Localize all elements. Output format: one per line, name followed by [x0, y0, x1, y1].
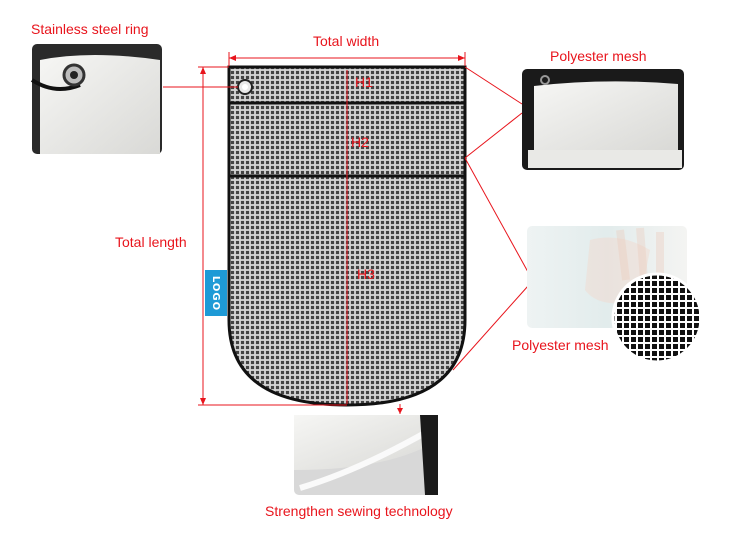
sewing-photo	[294, 415, 438, 495]
logo-text: LOGO	[210, 275, 222, 311]
sewing-label: Strengthen sewing technology	[265, 503, 453, 519]
mesh-bottom-label: Polyester mesh	[512, 337, 609, 353]
total-width-label: Total width	[313, 33, 380, 49]
mesh-top-pointer-line-b	[464, 112, 523, 159]
mesh-bottom-photo	[527, 226, 703, 364]
total-length-label: Total length	[115, 234, 187, 250]
mesh-top-pointer-line-a	[464, 66, 523, 105]
ring-label: Stainless steel ring	[31, 21, 149, 37]
section-h3-label: H3	[357, 266, 375, 282]
section-h1-label: H1	[355, 74, 373, 90]
section-h2-label: H2	[351, 134, 369, 150]
mesh-top-label: Polyester mesh	[550, 48, 647, 64]
mesh-bottom-pointer-line-a	[464, 157, 529, 273]
ring-photo	[30, 44, 162, 154]
mesh-top-photo	[522, 69, 684, 170]
mesh-bottom-pointer-line-b	[452, 285, 529, 371]
logo-badge: LOGO	[205, 270, 227, 316]
mesh-zoom-inset	[611, 272, 703, 364]
